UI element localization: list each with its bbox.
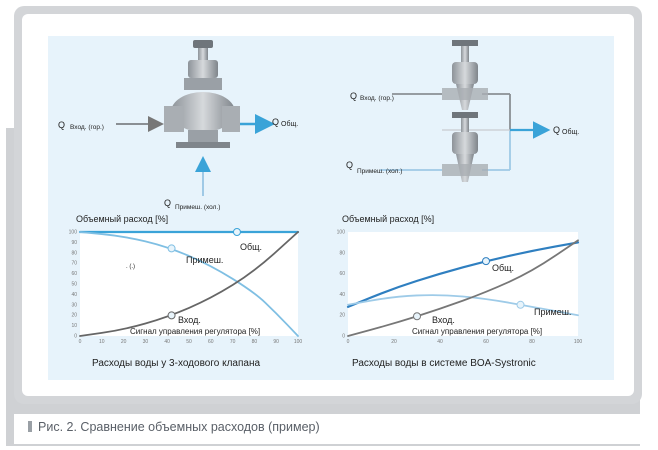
series-marker xyxy=(167,311,176,320)
hot-inlet-label: Q Вход. (гор.) xyxy=(58,120,104,131)
x-axis-label: Сигнал управления регулятора [%] xyxy=(130,327,260,336)
caption-bar xyxy=(14,414,642,444)
y-tick-label: 90 xyxy=(71,240,77,246)
series-line xyxy=(79,231,299,337)
y-tick-label: 80 xyxy=(339,250,345,256)
three-way-valve-diagram: Q Вход. (гор.) Q Общ. Q Примеш. (хол.) xyxy=(58,40,298,211)
y-tick-label: 40 xyxy=(339,292,345,298)
x-tick-label: 40 xyxy=(164,339,170,345)
caption-text: Рис. 2. Сравнение объемных расходов (при… xyxy=(38,420,320,434)
series-line xyxy=(347,294,579,317)
svg-text:Вход. (гор.): Вход. (гор.) xyxy=(70,124,104,131)
y-tick-label: 60 xyxy=(71,271,77,277)
cold-inlet-label: Q Примеш. (хол.) xyxy=(164,198,220,211)
plot-area xyxy=(80,232,298,336)
series-marker xyxy=(232,228,241,236)
series-line xyxy=(79,231,299,337)
chart-title: Расходы воды у 3-ходового клапана xyxy=(92,358,260,369)
y-tick-label: 10 xyxy=(71,323,77,329)
x-tick-label: 100 xyxy=(574,339,583,345)
y-axis-label: Объемный расход [%] xyxy=(76,214,168,224)
series-marker xyxy=(482,257,490,266)
series-marker xyxy=(167,244,176,253)
series-marker xyxy=(413,312,421,321)
x-tick-label: 40 xyxy=(437,339,443,345)
hot-inlet-label: Q Вход. (гор.) xyxy=(350,91,394,102)
svg-text:Q: Q xyxy=(346,160,353,170)
series-label: Общ. xyxy=(240,242,262,252)
y-tick-label: 0 xyxy=(342,334,345,340)
boa-systronic-diagram: Q Вход. (гор.) Q Общ. Q Примеш. (хол.) xyxy=(346,40,579,182)
figure-caption: Рис. 2. Сравнение объемных расходов (при… xyxy=(28,420,320,434)
svg-text:Общ.: Общ. xyxy=(562,128,579,136)
series-line xyxy=(346,241,580,308)
chart-annotation: . (.) xyxy=(126,264,135,270)
svg-text:Q: Q xyxy=(272,117,279,127)
y-tick-label: 60 xyxy=(339,271,345,277)
series-label: Вход. xyxy=(178,315,201,325)
cold-inlet-label: Q Примеш. (хол.) xyxy=(346,160,402,175)
x-tick-label: 90 xyxy=(273,339,279,345)
y-tick-label: 30 xyxy=(71,302,77,308)
y-tick-label: 80 xyxy=(71,250,77,256)
y-tick-label: 40 xyxy=(71,292,77,298)
series-line xyxy=(347,239,579,337)
x-tick-label: 50 xyxy=(186,339,192,345)
chart-title: Расходы воды в системе BOA-Systronic xyxy=(352,358,536,369)
y-axis-label: Объемный расход [%] xyxy=(342,214,434,224)
series-label: Вход. xyxy=(432,315,455,325)
y-tick-label: 100 xyxy=(69,230,78,236)
series-label: Примеш. xyxy=(186,255,223,265)
x-tick-label: 10 xyxy=(99,339,105,345)
svg-text:Q: Q xyxy=(553,125,560,135)
x-tick-label: 20 xyxy=(121,339,127,345)
x-tick-label: 30 xyxy=(143,339,149,345)
valve-bottom-icon xyxy=(442,112,488,182)
x-tick-label: 60 xyxy=(483,339,489,345)
y-tick-label: 100 xyxy=(337,230,346,236)
outlet-label: Q Общ. xyxy=(272,117,298,128)
series-marker xyxy=(516,300,525,309)
y-tick-label: 20 xyxy=(71,313,77,319)
svg-text:Q: Q xyxy=(350,91,357,101)
x-tick-label: 0 xyxy=(347,339,350,345)
valve-top-icon xyxy=(442,40,488,110)
svg-text:Q: Q xyxy=(58,120,65,130)
x-tick-label: 80 xyxy=(252,339,258,345)
x-tick-label: 70 xyxy=(230,339,236,345)
y-tick-label: 50 xyxy=(71,282,77,288)
x-tick-label: 100 xyxy=(294,339,303,345)
outlet-label: Q Общ. xyxy=(553,125,579,136)
x-tick-label: 0 xyxy=(79,339,82,345)
x-axis-label: Сигнал управления регулятора [%] xyxy=(412,327,542,336)
y-tick-label: 70 xyxy=(71,261,77,267)
series-label: Примеш. xyxy=(534,307,571,317)
svg-text:Общ.: Общ. xyxy=(281,120,298,128)
svg-text:Примеш. (хол.): Примеш. (хол.) xyxy=(357,168,402,175)
svg-text:Примеш. (хол.): Примеш. (хол.) xyxy=(175,204,220,211)
y-tick-label: 0 xyxy=(74,334,77,340)
valve-icon xyxy=(164,40,240,148)
caption-marker xyxy=(28,421,32,432)
x-tick-label: 60 xyxy=(208,339,214,345)
series-label: Общ. xyxy=(492,263,514,273)
x-tick-label: 80 xyxy=(529,339,535,345)
svg-text:Вход. (гор.): Вход. (гор.) xyxy=(360,95,394,102)
y-tick-label: 20 xyxy=(339,313,345,319)
svg-text:Q: Q xyxy=(164,198,171,208)
x-tick-label: 20 xyxy=(391,339,397,345)
